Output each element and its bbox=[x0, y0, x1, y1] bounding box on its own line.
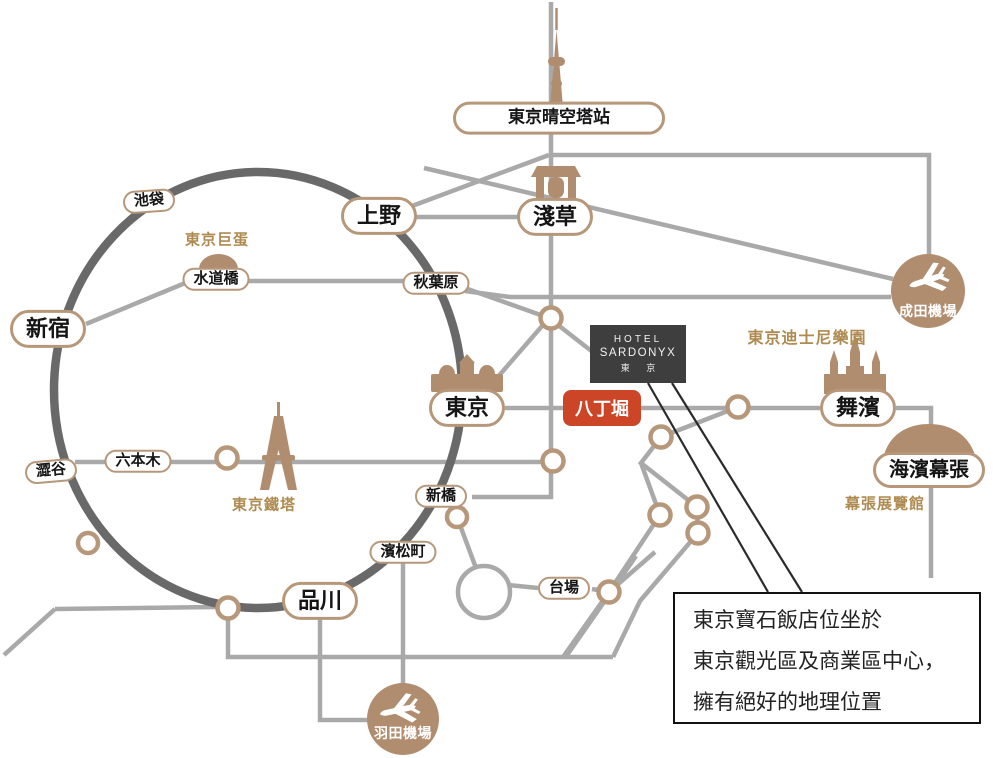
callout-pointer-line bbox=[647, 382, 769, 593]
station-kaihin-makuhari: 海濱幕張 bbox=[873, 452, 985, 488]
station-shinagawa: 品川 bbox=[281, 581, 359, 621]
disney-castle-icon bbox=[824, 334, 886, 394]
narita-airport-circle bbox=[891, 254, 965, 328]
rail-line-akihabara-tokyo bbox=[461, 284, 553, 388]
station-stop bbox=[685, 520, 711, 546]
station-hatchobori: 八丁堀 bbox=[563, 390, 641, 426]
interchange-stops bbox=[75, 305, 751, 621]
callout-text-line3: 擁有絕好的地理位置 bbox=[693, 691, 882, 714]
station-tokyo: 東京 bbox=[428, 388, 506, 428]
rail-line-to-narita-north bbox=[549, 152, 932, 258]
rail-line-to-odaiba bbox=[507, 582, 539, 591]
station-suidobashi: 水道橋 bbox=[182, 267, 250, 291]
callout-pointer-lines bbox=[647, 382, 803, 593]
skytree-icon bbox=[548, 8, 565, 107]
makuhari-messe-label: 幕張展覽館 bbox=[844, 495, 926, 513]
tokyo-dome-label: 東京巨蛋 bbox=[184, 231, 250, 249]
tokyo-tower-label: 東京鐵塔 bbox=[231, 496, 297, 514]
station-maihama: 舞濱 bbox=[819, 388, 897, 428]
makuhari-messe-icon bbox=[884, 424, 975, 455]
station-akihabara: 秋葉原 bbox=[402, 271, 470, 295]
station-hamamatsucho: 濱松町 bbox=[369, 540, 437, 564]
rail-line-cross bbox=[563, 554, 638, 660]
station-stop bbox=[444, 504, 470, 530]
haneda-airport-circle bbox=[367, 683, 439, 755]
narita-airport-label: 成田機場 bbox=[899, 303, 957, 319]
station-stop bbox=[540, 448, 566, 474]
tokyo-tower-icon bbox=[260, 402, 297, 490]
rail-line-keiyo-makuhari bbox=[896, 405, 934, 578]
station-stop bbox=[725, 394, 751, 420]
hotel-name-line1: HOTEL bbox=[613, 334, 663, 345]
station-stop bbox=[215, 595, 241, 621]
station-asakusa: 淺草 bbox=[516, 197, 594, 237]
station-stop bbox=[214, 445, 240, 471]
tokyo-station-icon bbox=[431, 354, 503, 392]
station-ueno: 上野 bbox=[340, 196, 418, 236]
rail-line-skyliner bbox=[423, 165, 894, 282]
rail-line-east-west bbox=[464, 288, 891, 300]
kaminarimon-temple-icon bbox=[531, 166, 581, 203]
station-stop bbox=[596, 579, 622, 605]
rail-line-southwest bbox=[2, 607, 57, 657]
yurikamome-loop bbox=[455, 563, 513, 621]
station-roppongi: 六本木 bbox=[104, 449, 172, 473]
hotel-name-line2: SARDONYX bbox=[599, 347, 677, 359]
callout-text-line2: 東京觀光區及商業區中心， bbox=[693, 650, 945, 673]
station-shimbashi: 新橋 bbox=[414, 484, 468, 508]
tokyo-dome-icon bbox=[199, 254, 238, 269]
callout-text-line1: 東京寶石飯店位坐於 bbox=[693, 609, 882, 632]
station-ikebukuro: 池袋 bbox=[122, 187, 176, 215]
disneyland-label: 東京迪士尼樂園 bbox=[747, 330, 867, 347]
landmark-icons bbox=[199, 8, 975, 755]
station-stop bbox=[684, 494, 710, 520]
hotel-sardonyx-logo: HOTEL SARDONYX 東 京 bbox=[590, 325, 686, 383]
station-stop bbox=[648, 424, 674, 450]
station-shibuya: 澀谷 bbox=[24, 457, 78, 485]
station-stop bbox=[75, 530, 101, 556]
station-shinjuku: 新宿 bbox=[9, 309, 87, 349]
station-stop bbox=[647, 502, 673, 528]
haneda-airport-label: 羽田機場 bbox=[374, 725, 432, 741]
rail-line-south-horizontal bbox=[225, 608, 613, 660]
hotel-description-callout: 東京寶石飯店位坐於 東京觀光區及商業區中心， 擁有絕好的地理位置 bbox=[673, 592, 981, 724]
station-stop bbox=[538, 305, 564, 331]
rail-line-keikyu-haneda bbox=[317, 618, 368, 723]
callout-pointer-line bbox=[671, 382, 803, 593]
station-skytree: 東京晴空塔站 bbox=[453, 101, 665, 135]
station-odaiba: 台場 bbox=[537, 576, 591, 600]
hotel-name-line3: 東 京 bbox=[620, 363, 663, 373]
